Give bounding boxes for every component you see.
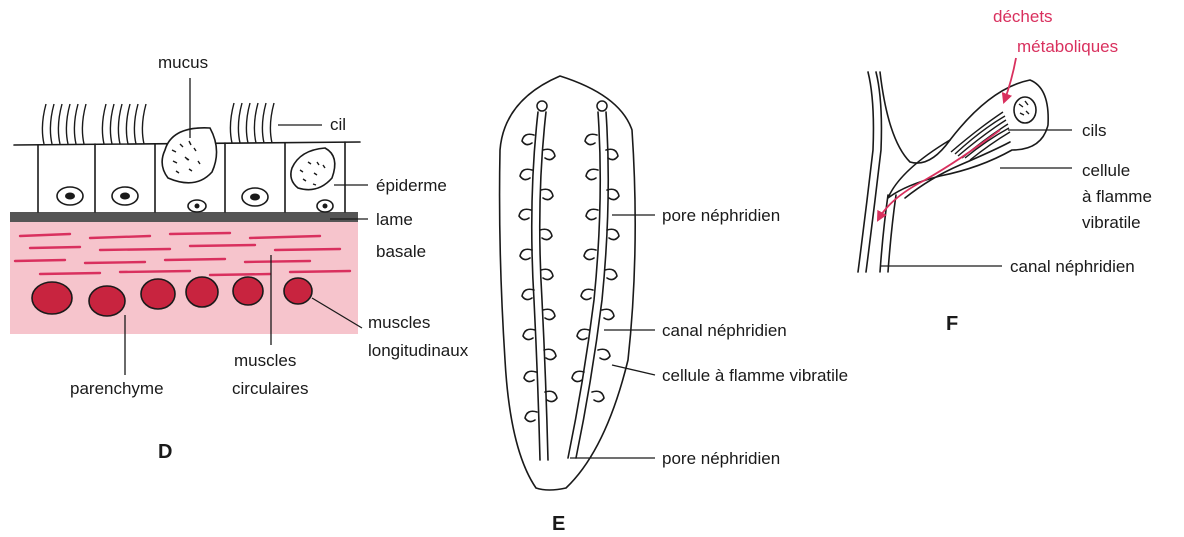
panel-f: déchets métaboliques cils cellule à flam… <box>858 7 1152 335</box>
panel-d: mucus cil épiderme lame basale muscles c… <box>10 53 469 463</box>
label-epiderme: épiderme <box>376 176 447 195</box>
label-cellule-f-2: à flamme <box>1082 187 1152 206</box>
label-mucus: mucus <box>158 53 208 72</box>
right-nephridial-canal <box>568 101 619 458</box>
nuclei <box>57 187 333 212</box>
label-cellule-f-1: cellule <box>1082 161 1130 180</box>
label-lame-2: basale <box>376 242 426 261</box>
label-muscles-circ-1: muscles <box>234 351 296 370</box>
flame-cell-nucleus <box>1014 97 1036 123</box>
waste-flow-arrows <box>878 58 1016 220</box>
cilia <box>42 103 274 144</box>
panel-f-leaders <box>880 130 1072 266</box>
label-canal-e: canal néphridien <box>662 321 787 340</box>
label-cils: cils <box>1082 121 1107 140</box>
label-dechets-1: déchets <box>993 7 1053 26</box>
basal-lamina <box>10 212 358 222</box>
label-muscles-long-1: muscles <box>368 313 430 332</box>
worm-body-outline <box>500 76 636 490</box>
label-dechets-2: métaboliques <box>1017 37 1118 56</box>
label-lame-1: lame <box>376 210 413 229</box>
mucus-glands <box>162 128 335 190</box>
label-cellule-e: cellule à flamme vibratile <box>662 366 848 385</box>
parenchyme-layer <box>10 222 358 334</box>
left-nephridial-canal <box>519 101 557 460</box>
label-canal-f: canal néphridien <box>1010 257 1135 276</box>
panel-e: pore néphridien canal néphridien cellule… <box>500 76 849 535</box>
nephridial-canal-f <box>858 72 950 272</box>
label-parenchyme: parenchyme <box>70 379 164 398</box>
panel-letter-f: F <box>946 313 958 335</box>
label-pore-bottom: pore néphridien <box>662 449 780 468</box>
panel-letter-e: E <box>552 513 565 535</box>
label-muscles-circ-2: circulaires <box>232 379 309 398</box>
label-cellule-f-3: vibratile <box>1082 213 1141 232</box>
label-cil: cil <box>330 115 346 134</box>
flame-cilia <box>951 112 1010 160</box>
label-pore-top: pore néphridien <box>662 206 780 225</box>
panel-letter-d: D <box>158 441 172 463</box>
label-muscles-long-2: longitudinaux <box>368 341 469 360</box>
